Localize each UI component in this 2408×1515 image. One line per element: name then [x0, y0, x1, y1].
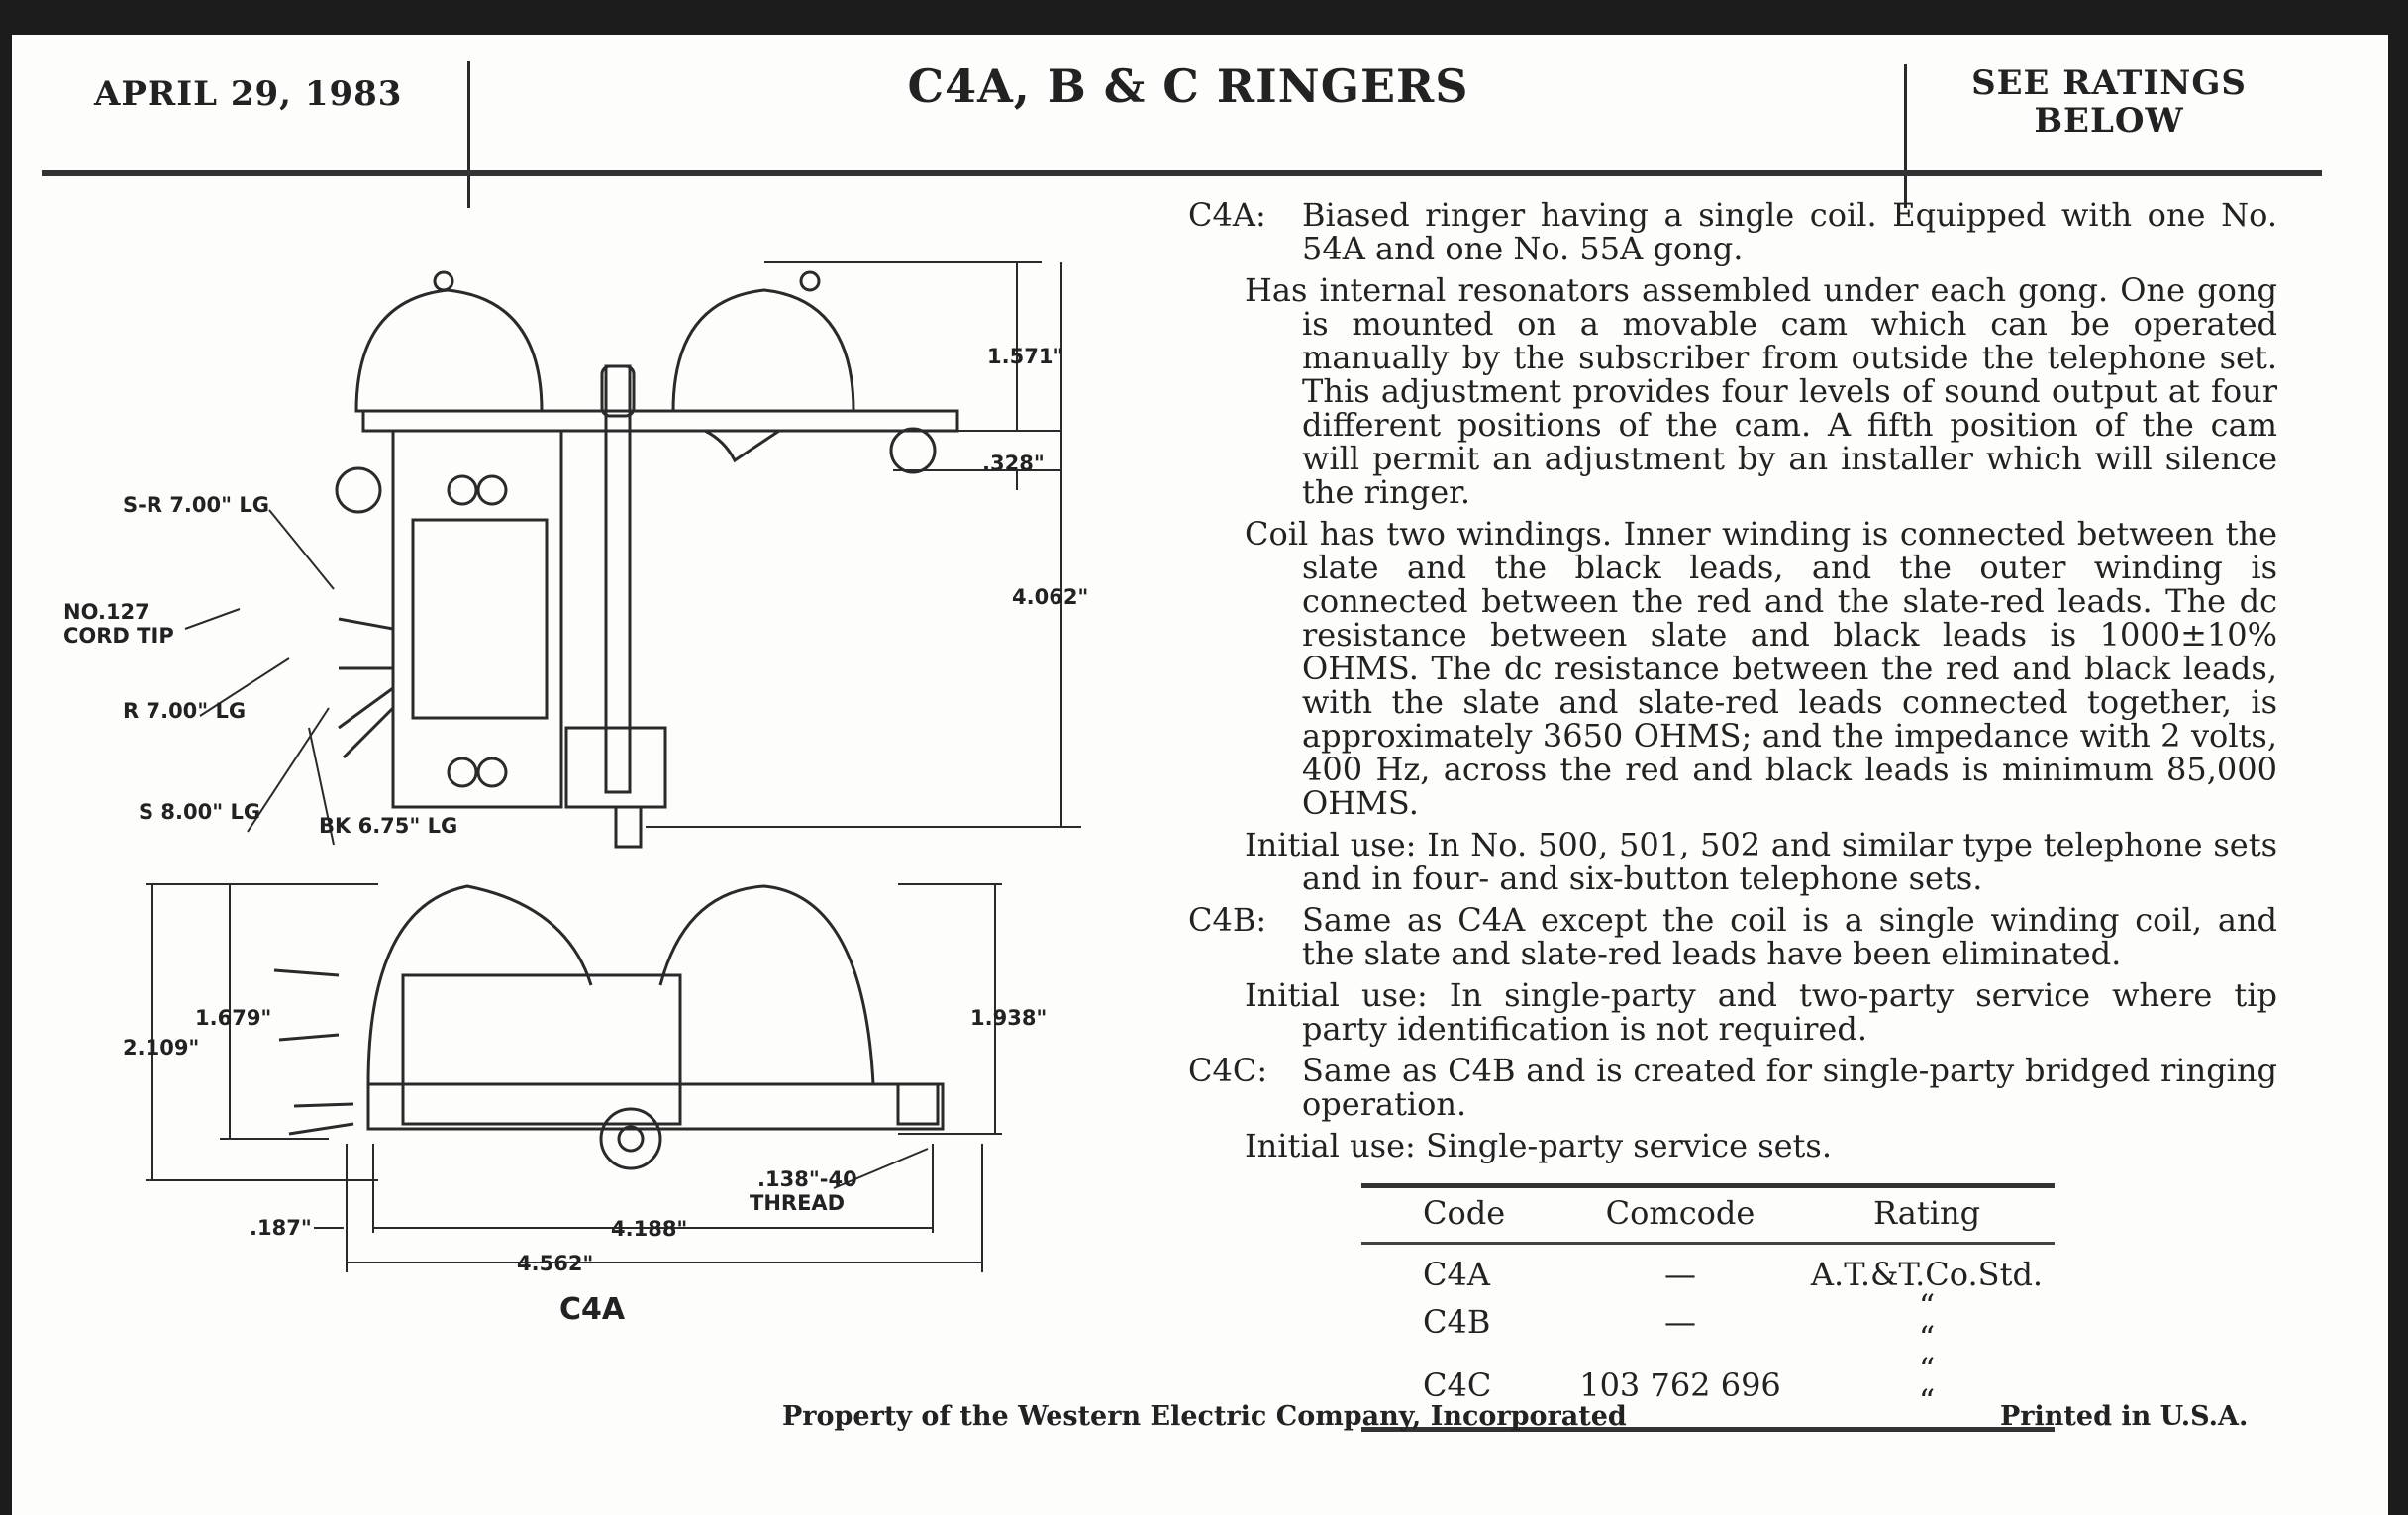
c4c-initial-use: Initial use: Single-party service sets. [1245, 1127, 1832, 1164]
label-cord-tip-1: NO.127 [63, 600, 150, 624]
c4c-code: C4C: [1188, 1052, 1268, 1089]
cell-code: C4C [1361, 1354, 1561, 1432]
label-black-lead: BK 6.75" LG [319, 814, 457, 838]
cell-rating: A.T.&T.Co.Std. [1810, 1256, 2044, 1293]
right-mount-eye [889, 427, 937, 474]
column-header-code: Code [1361, 1183, 1561, 1245]
ratings-header-row: Code Comcode Rating [1361, 1183, 2055, 1245]
dim-side-inner-height: 1.679" [195, 1006, 271, 1030]
cell-rating: “ “ [1799, 1351, 2055, 1432]
dim-gong-height: 1.571" [987, 345, 1063, 368]
coil [411, 518, 549, 720]
c4c-description: C4C: Same as C4B and is created for sing… [1188, 1054, 2277, 1121]
cell-code: C4B [1423, 1303, 1491, 1341]
right-mount [896, 1082, 940, 1126]
ditto-mark: “ [1918, 1287, 1936, 1325]
cell-code: C4A [1423, 1256, 1490, 1293]
top-view-labels: 1.571" .328" 4.062" S-R 7.00" LG NO.127 … [63, 345, 1088, 838]
issue-date: APRIL 29, 1983 [94, 74, 403, 114]
top-view-drawing [335, 270, 959, 849]
cell-comcode: — [1664, 1256, 1696, 1293]
header-divider-right [1904, 64, 1907, 208]
column-header-rating: Rating [1799, 1183, 2055, 1245]
left-gong [354, 288, 544, 413]
footer-printed: Printed in U.S.A. [2000, 1401, 2249, 1432]
screw-1 [447, 474, 478, 506]
top-view-dimension-lines [184, 261, 1081, 846]
c4b-initial-use: Initial use: In single-party and two-par… [1245, 976, 2277, 1048]
label-thread-2: THREAD [750, 1191, 845, 1215]
side-view-labels: 2.109" 1.679" 1.938" .187" 4.188" 4.562"… [123, 1006, 1047, 1327]
side-view-dimension-lines [146, 883, 1002, 1272]
c4a-initial-use: Initial use: In No. 500, 501, 502 and si… [1245, 826, 2277, 897]
table-row: C4C 103 762 696 “ “ [1361, 1351, 2055, 1432]
label-slate-red-lead: S-R 7.00" LG [123, 493, 269, 517]
dim-overall-height: 4.062" [1012, 585, 1088, 609]
dim-overall-length: 4.562" [517, 1252, 593, 1275]
c4c-text: Same as C4B and is created for single-pa… [1302, 1052, 2277, 1123]
ratings-table: Code Comcode Rating C4A — A.T.&T.Co.Std.… [1361, 1183, 2055, 1432]
lead-wire-bundle [338, 617, 395, 759]
frame-arm [704, 429, 943, 463]
left-gong-profile [366, 884, 593, 1085]
column-header-comcode: Comcode [1561, 1183, 1799, 1245]
rating-note-line2: BELOW [2034, 101, 2184, 141]
label-slate-lead: S 8.00" LG [139, 800, 260, 824]
clapper-weight [600, 364, 636, 418]
table-row: C4B — “ “ [1361, 1290, 2055, 1354]
description: C4A: Biased ringer having a single coil.… [1188, 198, 2277, 1170]
left-gong-stud [433, 270, 454, 292]
coil-paragraph: Coil has two windings. Inner winding is … [1245, 515, 2277, 822]
resonators-paragraph: Has internal resonators assembled under … [1245, 271, 2277, 511]
spec-card [12, 35, 2388, 1515]
screw-2 [476, 474, 508, 506]
cam-wheel [599, 1107, 662, 1170]
label-cord-tip-2: CORD TIP [63, 624, 174, 648]
footer-property: Property of the Western Electric Company… [782, 1401, 1627, 1432]
dim-mount-spacing: 4.188" [611, 1217, 687, 1241]
right-gong-stud [799, 270, 821, 292]
cell-comcode: 103 762 696 [1561, 1354, 1799, 1432]
label-red-lead: R 7.00" LG [123, 699, 246, 723]
c4b-code: C4B: [1188, 901, 1267, 939]
page-title: C4A, B & C RINGERS [907, 59, 1469, 113]
cell-comcode: — [1664, 1303, 1696, 1341]
screw-3 [447, 757, 478, 788]
ditto-mark: “ [1918, 1319, 1936, 1357]
frame-plate [361, 409, 959, 433]
diagram-caption: C4A [559, 1292, 626, 1327]
ditto-mark: “ [1918, 1382, 1936, 1420]
label-thread-1: .138"-40 [757, 1167, 857, 1191]
rating-note: SEE RATINGS BELOW [1911, 64, 2307, 140]
side-view-drawing [273, 884, 945, 1170]
dim-side-overall-height: 2.109" [123, 1036, 199, 1060]
cell-rating: “ “ [1799, 1290, 2055, 1354]
screw-4 [476, 757, 508, 788]
c4b-text: Same as C4A except the coil is a single … [1302, 901, 2277, 972]
base-rail [366, 1082, 945, 1131]
frame-side [401, 973, 682, 1126]
bottom-block [564, 726, 667, 809]
cam-hub [617, 1125, 645, 1153]
left-mount-eye [335, 466, 382, 514]
header-rule [42, 170, 2322, 176]
c4a-description: C4A: Biased ringer having a single coil.… [1188, 198, 2277, 265]
dim-mount-offset: .328" [982, 452, 1045, 475]
c4b-description: C4B: Same as C4A except the coil is a si… [1188, 903, 2277, 970]
right-gong-profile [658, 884, 875, 1085]
ringer-diagram: 1.571" .328" 4.062" S-R 7.00" LG NO.127 … [63, 261, 1088, 1327]
bottom-stud [614, 805, 643, 849]
rating-note-line1: SEE RATINGS [1971, 63, 2247, 103]
table-row: C4A — A.T.&T.Co.Std. [1361, 1244, 2055, 1291]
frame-body [391, 429, 563, 809]
dim-side-right-height: 1.938" [970, 1006, 1047, 1030]
right-gong [671, 288, 855, 413]
c4a-text: Biased ringer having a single coil. Equi… [1302, 196, 2277, 267]
header-divider-left [467, 61, 470, 208]
side-leads [273, 968, 354, 1136]
dim-offset: .187" [250, 1216, 312, 1240]
ditto-mark: “ [1918, 1351, 1936, 1388]
c4a-code: C4A: [1188, 196, 1266, 234]
